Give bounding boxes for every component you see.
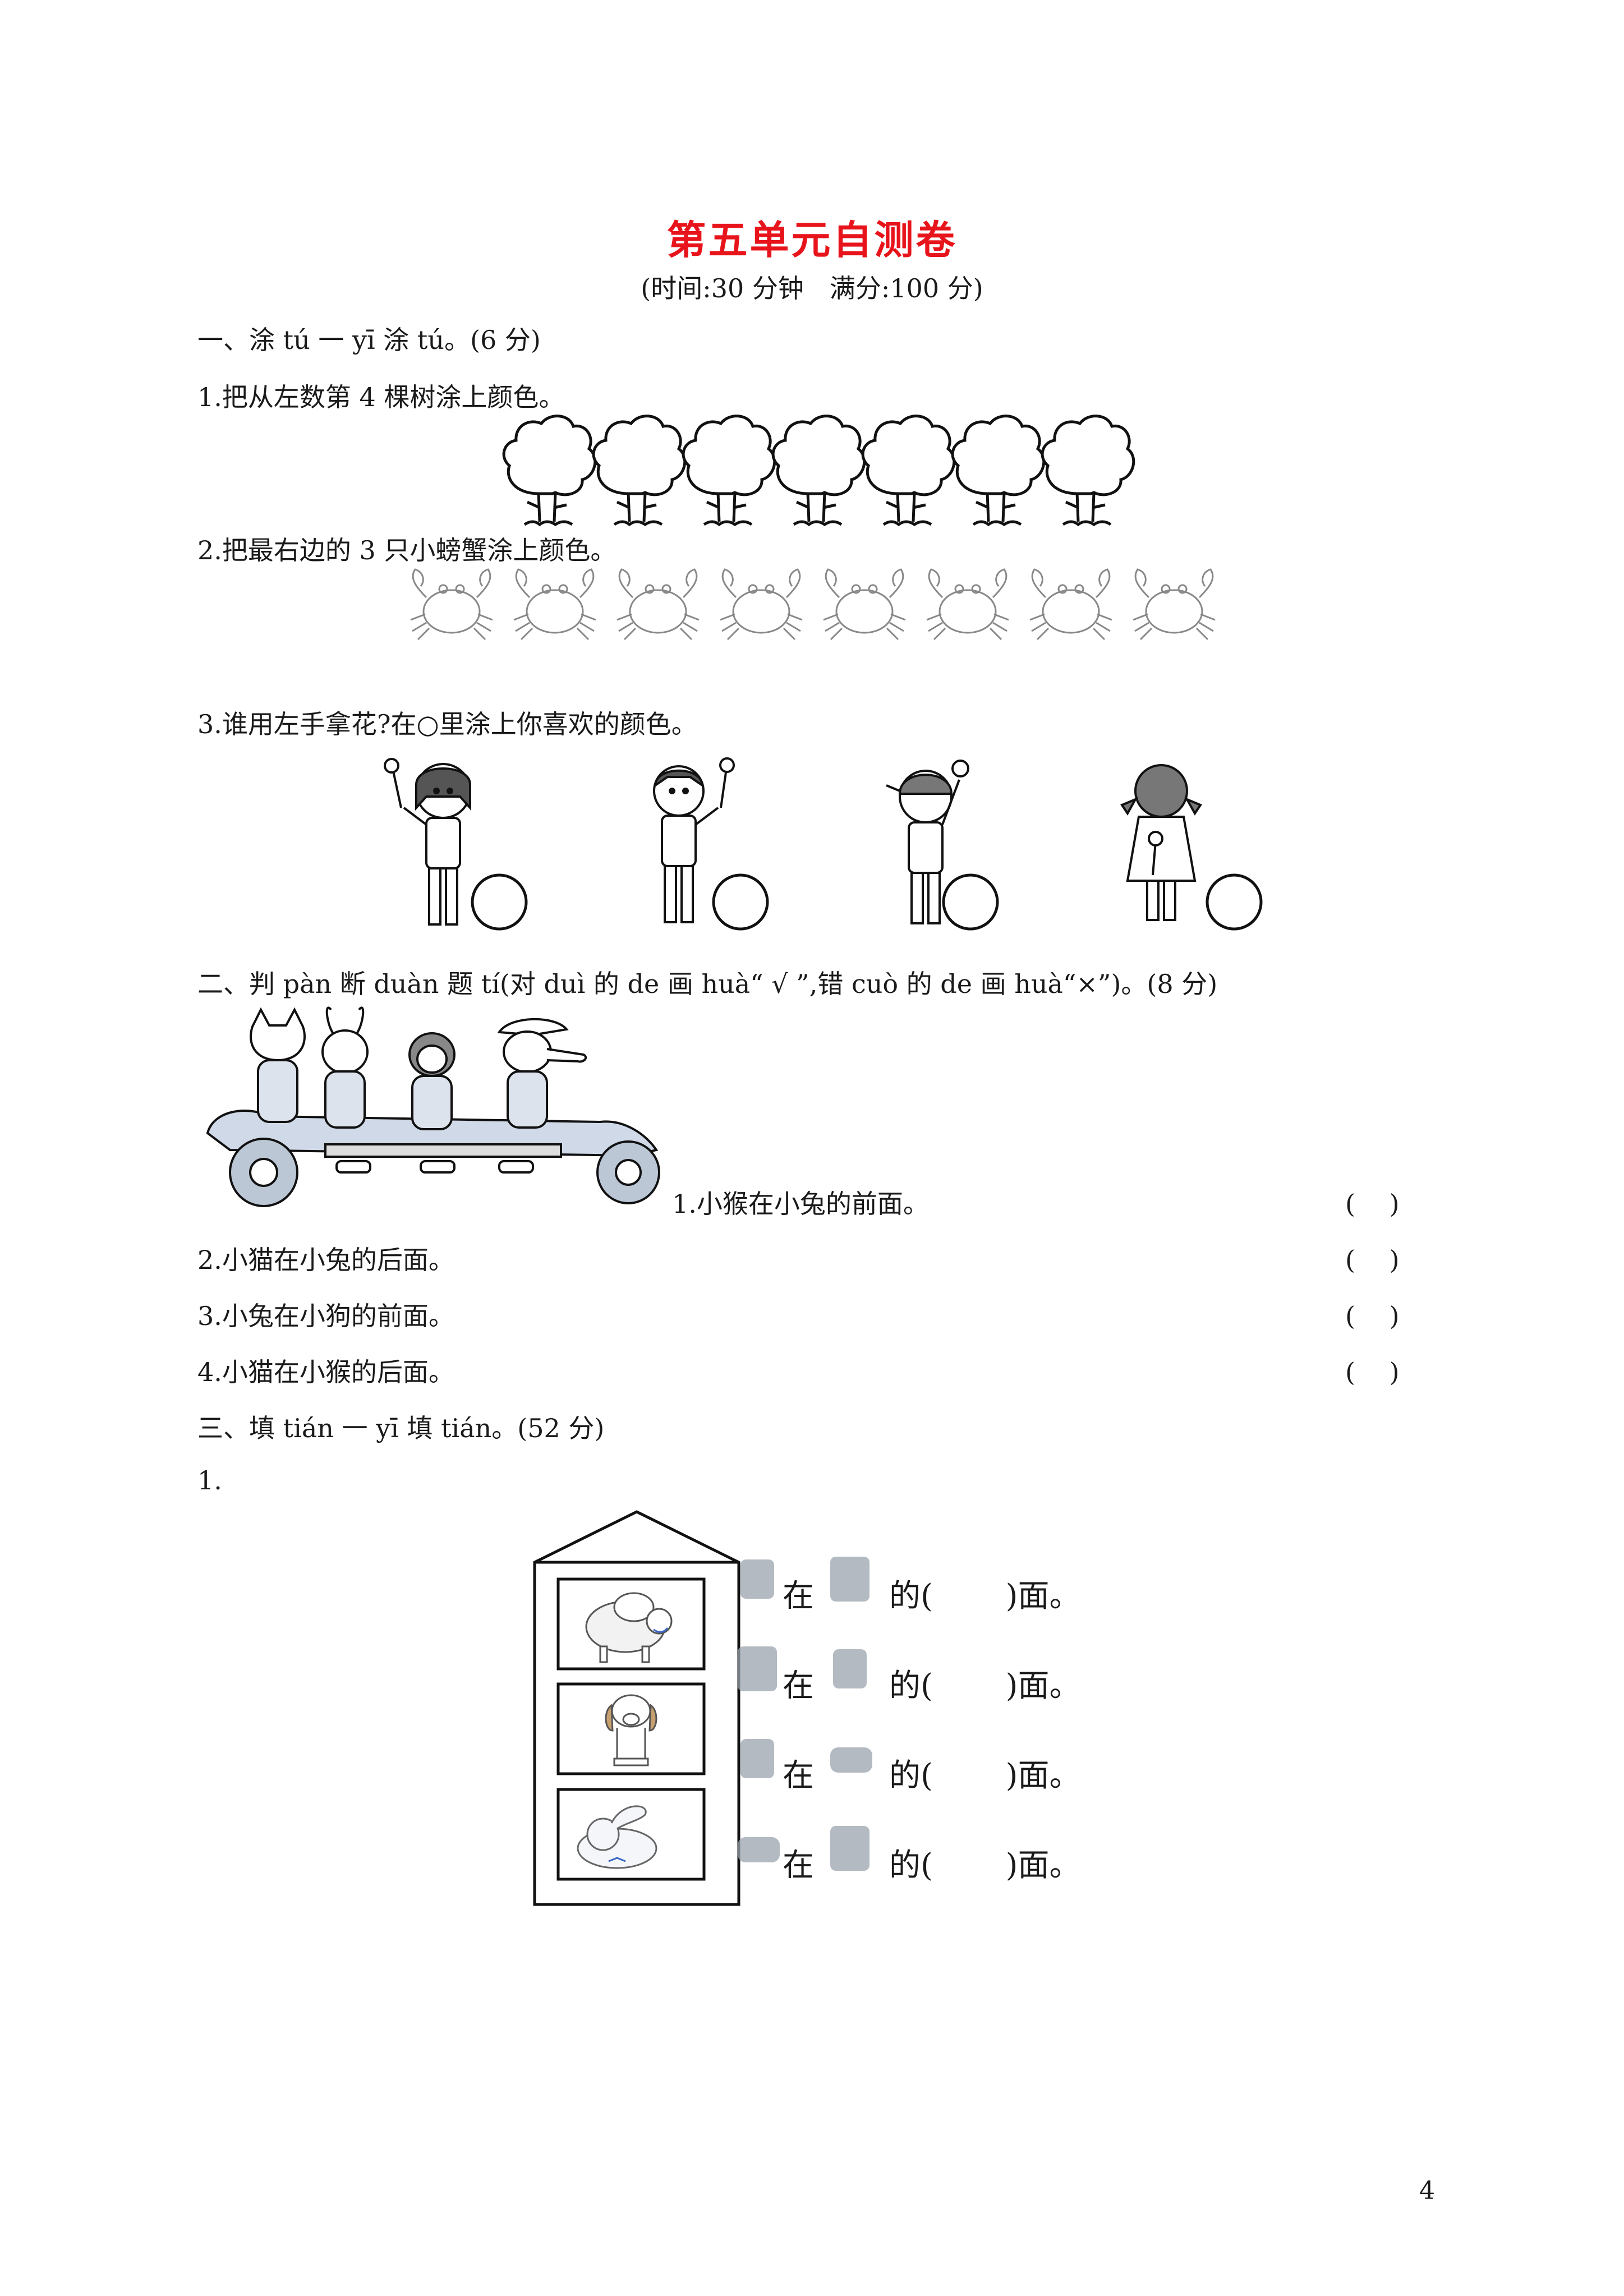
- fill-row-1-word1: 在: [783, 1578, 814, 1614]
- tree-icon: [504, 416, 595, 524]
- crab-icon: [926, 568, 1010, 641]
- judge-answer-3[interactable]: ( ): [1345, 1301, 1400, 1331]
- question-1-1: 1.把从左数第 4 棵树涂上颜色。: [197, 382, 565, 412]
- fill-row-4-icons: [738, 1826, 869, 1871]
- sheep-icon: [585, 1592, 673, 1663]
- page-title: 第五单元自测卷: [666, 217, 958, 263]
- section-3-heading: 三、填 tián 一 yī 填 tián。(52 分): [197, 1413, 605, 1443]
- child-icon: [384, 758, 472, 926]
- fill-row-3-icons: [740, 1739, 872, 1778]
- children-row: [384, 757, 1263, 931]
- house-icon: [533, 1510, 740, 1906]
- circle-icon: [471, 873, 528, 931]
- child-icon: [653, 757, 735, 923]
- judge-item-2: 2.小猫在小兔的后面。: [197, 1245, 454, 1275]
- crab-icon: [410, 568, 494, 641]
- crabs-row: [410, 568, 1216, 641]
- tandem-bike-icon: [206, 1006, 660, 1207]
- tree-icon: [863, 416, 954, 524]
- rabbit-icon: [577, 1805, 657, 1869]
- fill-row-1-icons: [740, 1557, 869, 1602]
- trees-row: [494, 409, 1139, 539]
- section-2-heading: 二、判 pàn 断 duàn 题 tí(对 duì 的 de 画 huà“ √ …: [197, 969, 1218, 999]
- fill-row-3-word1: 在: [783, 1757, 814, 1794]
- tree-icon: [594, 416, 685, 524]
- fill-row-1-blank[interactable]: 的( )面。: [889, 1578, 1081, 1614]
- tree-icon: [953, 416, 1044, 524]
- tree-icon: [773, 416, 864, 524]
- judge-answer-4[interactable]: ( ): [1345, 1357, 1400, 1387]
- question-1-2: 2.把最右边的 3 只小螃蟹涂上颜色。: [197, 535, 617, 565]
- tree-icon: [683, 416, 775, 524]
- fill-row-2-icons: [738, 1646, 867, 1691]
- page-number: 4: [1419, 2177, 1435, 2205]
- child-icon: [886, 760, 969, 924]
- judge-item-3: 3.小兔在小狗的前面。: [197, 1301, 454, 1331]
- judge-answer-1[interactable]: ( ): [1345, 1189, 1400, 1219]
- question-1-3: 3.谁用左手拿花?在○里涂上你喜欢的颜色。: [197, 709, 697, 739]
- tree-icon: [1042, 416, 1134, 524]
- question-3-1-label: 1.: [197, 1465, 222, 1496]
- dog-icon: [605, 1694, 657, 1766]
- judge-answer-2[interactable]: ( ): [1345, 1245, 1400, 1275]
- fill-row-4-blank[interactable]: 的( )面。: [889, 1847, 1081, 1884]
- crab-icon: [1132, 568, 1216, 641]
- fill-row-2-word1: 在: [783, 1668, 814, 1704]
- crab-icon: [513, 568, 597, 641]
- section-1-heading: 一、涂 tú 一 yī 涂 tú。(6 分): [197, 325, 541, 355]
- judge-item-1: 1.小猴在小兔的前面。: [672, 1189, 929, 1219]
- crab-icon: [719, 568, 803, 641]
- circle-icon: [712, 873, 769, 931]
- fill-row-4-word1: 在: [783, 1847, 814, 1884]
- circle-icon: [942, 873, 999, 931]
- crab-icon: [1029, 568, 1113, 641]
- exam-info: (时间:30 分钟 满分:100 分): [641, 273, 983, 303]
- judge-item-4: 4.小猫在小猴的后面。: [197, 1357, 454, 1387]
- crab-icon: [822, 568, 907, 641]
- crab-icon: [616, 568, 700, 641]
- fill-row-2-blank[interactable]: 的( )面。: [889, 1668, 1081, 1704]
- fill-row-3-blank[interactable]: 的( )面。: [889, 1757, 1081, 1794]
- circle-icon: [1206, 873, 1263, 931]
- child-icon: [1120, 764, 1203, 921]
